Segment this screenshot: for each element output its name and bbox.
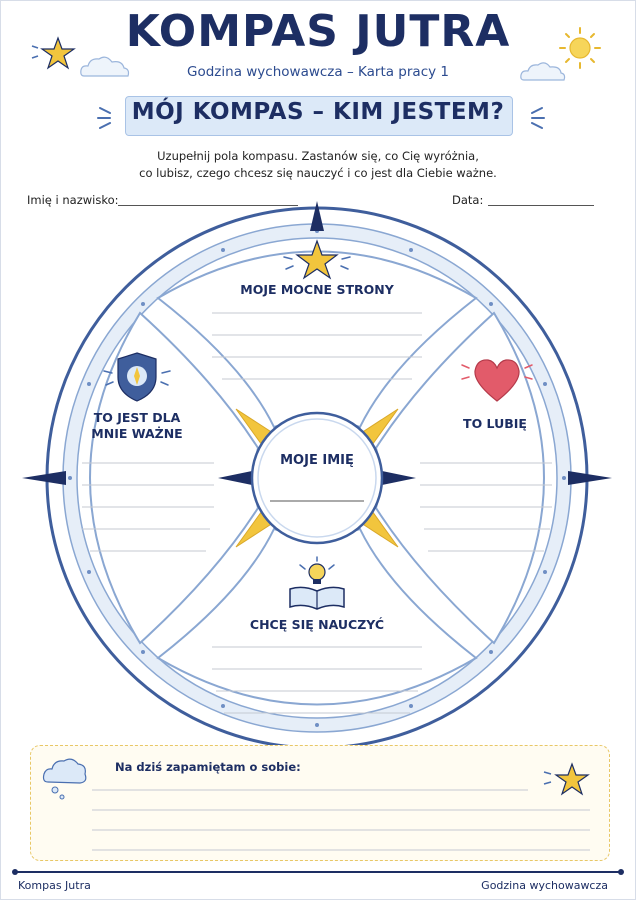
footer-dot — [618, 869, 624, 875]
compass-cardinal-points — [22, 201, 612, 485]
compass — [22, 201, 612, 750]
star-icon — [283, 239, 351, 280]
page-title: KOMPAS JUTRA — [125, 6, 511, 57]
footer-dot — [12, 869, 18, 875]
book-bulb-icon — [289, 556, 345, 610]
star-icon — [31, 36, 76, 70]
banner-title: MÓJ KOMPAS – KIM JESTEM? — [131, 99, 505, 125]
note-box — [30, 745, 610, 861]
compass-center — [250, 411, 384, 545]
section-right-title: TO LUBIĘ — [463, 416, 527, 431]
instructions-line-1: Uzupełnij pola kompasu. Zastanów się, co… — [157, 149, 479, 163]
instructions-line-2: co lubisz, czego chcesz się nauczyć i co… — [139, 166, 497, 180]
footer-divider — [14, 871, 622, 873]
panel-top — [156, 250, 478, 429]
name-field[interactable] — [118, 205, 298, 206]
section-left-title-line-2: MNIE WAŻNE — [91, 426, 183, 441]
center-title: MOJE IMIĘ — [280, 453, 354, 468]
cloud-icon — [80, 56, 130, 77]
thought-cloud-icon — [42, 758, 87, 800]
banner — [125, 96, 513, 136]
date-label: Data: — [452, 193, 484, 207]
writing-lines[interactable] — [82, 312, 552, 714]
name-label: Imię i nazwisko: — [27, 193, 119, 207]
footer-right: Godzina wychowawcza — [481, 879, 608, 892]
panel-bottom — [156, 527, 478, 706]
sparkle-lines-icon — [531, 107, 545, 129]
footer-left: Kompas Jutra — [18, 879, 91, 892]
section-left-title-line-1: TO JEST DLA — [93, 410, 181, 425]
star-icon — [543, 762, 590, 796]
instructions: Uzupełnij pola kompasu. Zastanów się, co… — [90, 148, 546, 182]
note-lines[interactable] — [0, 770, 636, 860]
shield-compass-icon — [103, 352, 171, 402]
page-subtitle: Godzina wychowawcza – Karta pracy 1 — [187, 64, 449, 80]
section-left-title: TO JEST DLA MNIE WAŻNE — [72, 410, 202, 442]
cloud-icon — [520, 62, 566, 81]
section-top-title: MOJE MOCNE STRONY — [240, 282, 394, 297]
section-bottom-title: CHCĘ SIĘ NAUCZYĆ — [249, 617, 385, 632]
heart-icon — [461, 359, 533, 402]
sparkle-lines-icon — [97, 107, 111, 129]
sun-icon — [559, 27, 601, 69]
note-label: Na dziś zapamiętam o sobie: — [115, 760, 301, 774]
date-field[interactable] — [488, 205, 594, 206]
